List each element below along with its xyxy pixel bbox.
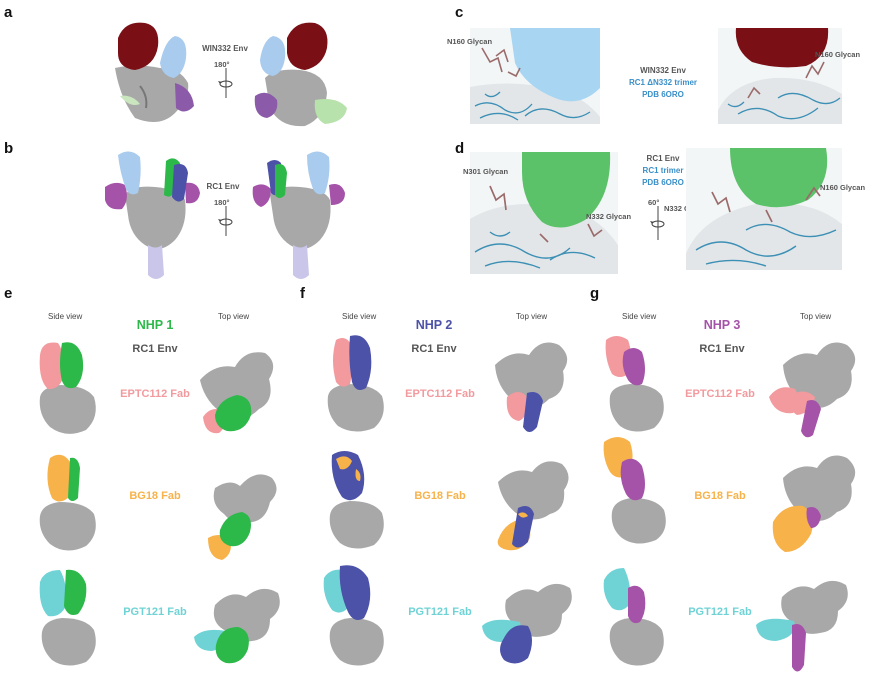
panel-f-side-eptc112	[327, 335, 384, 432]
panel-g-fab2-label: BG18 Fab	[694, 490, 746, 502]
panel-g-side-view-label: Side view	[622, 312, 657, 321]
panel-d-ref2-label: PDB 6ORO	[642, 178, 684, 187]
panel-g-nhp-title: NHP 3	[703, 318, 741, 332]
panel-f-side-bg18	[329, 451, 384, 549]
panel-a-rotation-label: 180°	[214, 60, 230, 69]
panel-f-fab1-label: EPTC112 Fab	[405, 388, 475, 400]
panel-e-side-bg18	[39, 454, 96, 551]
panel-f-env-label: RC1 Env	[411, 343, 457, 355]
panel-c-right-image	[718, 28, 842, 124]
panel-e-side-eptc112	[39, 342, 96, 434]
panel-g-fab1-label: EPTC112 Fab	[685, 388, 755, 400]
panel-d-label: d	[455, 140, 465, 157]
panel-d-ref1-label: RC1 trimer	[642, 166, 684, 175]
panel-g-top-pgt121	[756, 580, 848, 672]
panel-b-rotate-icon	[218, 206, 233, 236]
panel-f-top-view-label: Top view	[516, 312, 548, 321]
panel-f-top-eptc112	[495, 342, 568, 432]
panel-g-top-eptc112	[769, 342, 856, 438]
panel-e-top-view-label: Top view	[218, 312, 250, 321]
panel-c-label: c	[455, 4, 464, 21]
panel-g-fab3-label: PGT121 Fab	[688, 606, 752, 618]
panel-b-label: b	[4, 140, 14, 157]
panel-a-rotate-icon	[218, 68, 233, 98]
panel-a-env-label: WIN332 Env	[202, 44, 248, 53]
panel-c-left-image	[470, 28, 600, 124]
panel-e-top-bg18	[208, 474, 277, 560]
panel-f-fab3-label: PGT121 Fab	[408, 606, 472, 618]
panel-c-ref2-label: PDB 6ORO	[642, 90, 684, 99]
panel-d-n332-left-label: N332 Glycan	[586, 212, 632, 221]
panel-g-top-view-label: Top view	[800, 312, 832, 321]
panel-e-top-eptc112	[200, 352, 274, 434]
panel-c-left-glycan-label: N160 Glycan	[447, 37, 493, 46]
panel-g-side-bg18	[603, 437, 666, 544]
panel-f-fab2-label: BG18 Fab	[414, 490, 466, 502]
panel-d-n160-label: N160 Glycan	[820, 183, 866, 192]
panel-d-left-image	[470, 152, 618, 274]
panel-d-env-label: RC1 Env	[646, 154, 680, 163]
panel-g-side-eptc112	[605, 336, 664, 432]
panel-f-top-bg18	[497, 461, 569, 551]
panel-b-rotation-label: 180°	[214, 198, 230, 207]
panel-c-ref1-label: RC1 ΔN332 trimer	[629, 78, 697, 87]
panel-f-nhp-title: NHP 2	[415, 318, 453, 332]
panel-a-label: a	[4, 4, 13, 21]
panel-e-fab2-label: BG18 Fab	[129, 490, 181, 502]
panel-d-right-image	[686, 148, 842, 270]
panel-f-label: f	[300, 285, 305, 302]
panel-c-right-glycan-label: N160 Glycan	[815, 50, 861, 59]
panel-f-top-pgt121	[482, 583, 572, 664]
panel-e-top-pgt121	[194, 588, 280, 664]
panel-g-top-bg18	[772, 455, 856, 552]
panel-g-env-label: RC1 Env	[699, 343, 745, 355]
panel-e-fab1-label: EPTC112 Fab	[120, 388, 190, 400]
panel-b-env-label: RC1 Env	[206, 182, 240, 191]
panel-e-env-label: RC1 Env	[132, 343, 178, 355]
panel-d-rotation-label: 60°	[648, 198, 660, 207]
panel-a-map-left	[115, 22, 194, 122]
panel-e-nhp-title: NHP 1	[136, 318, 174, 332]
panel-b-map-left	[105, 151, 200, 279]
panel-g-side-pgt121	[603, 568, 664, 666]
panel-c-env-label: WIN332 Env	[640, 66, 686, 75]
panel-d-n301-label: N301 Glycan	[463, 167, 509, 176]
panel-g-label: g	[590, 285, 600, 302]
panel-e-fab3-label: PGT121 Fab	[123, 606, 187, 618]
panel-b-map-right	[252, 151, 345, 279]
panel-e-label: e	[4, 285, 13, 302]
panel-a-map-right	[254, 22, 347, 127]
panel-e-side-view-label: Side view	[48, 312, 83, 321]
panel-d-rotate-icon	[650, 206, 665, 240]
panel-f-side-pgt121	[323, 565, 384, 666]
panel-f-side-view-label: Side view	[342, 312, 377, 321]
panel-e-side-pgt121	[39, 569, 96, 666]
